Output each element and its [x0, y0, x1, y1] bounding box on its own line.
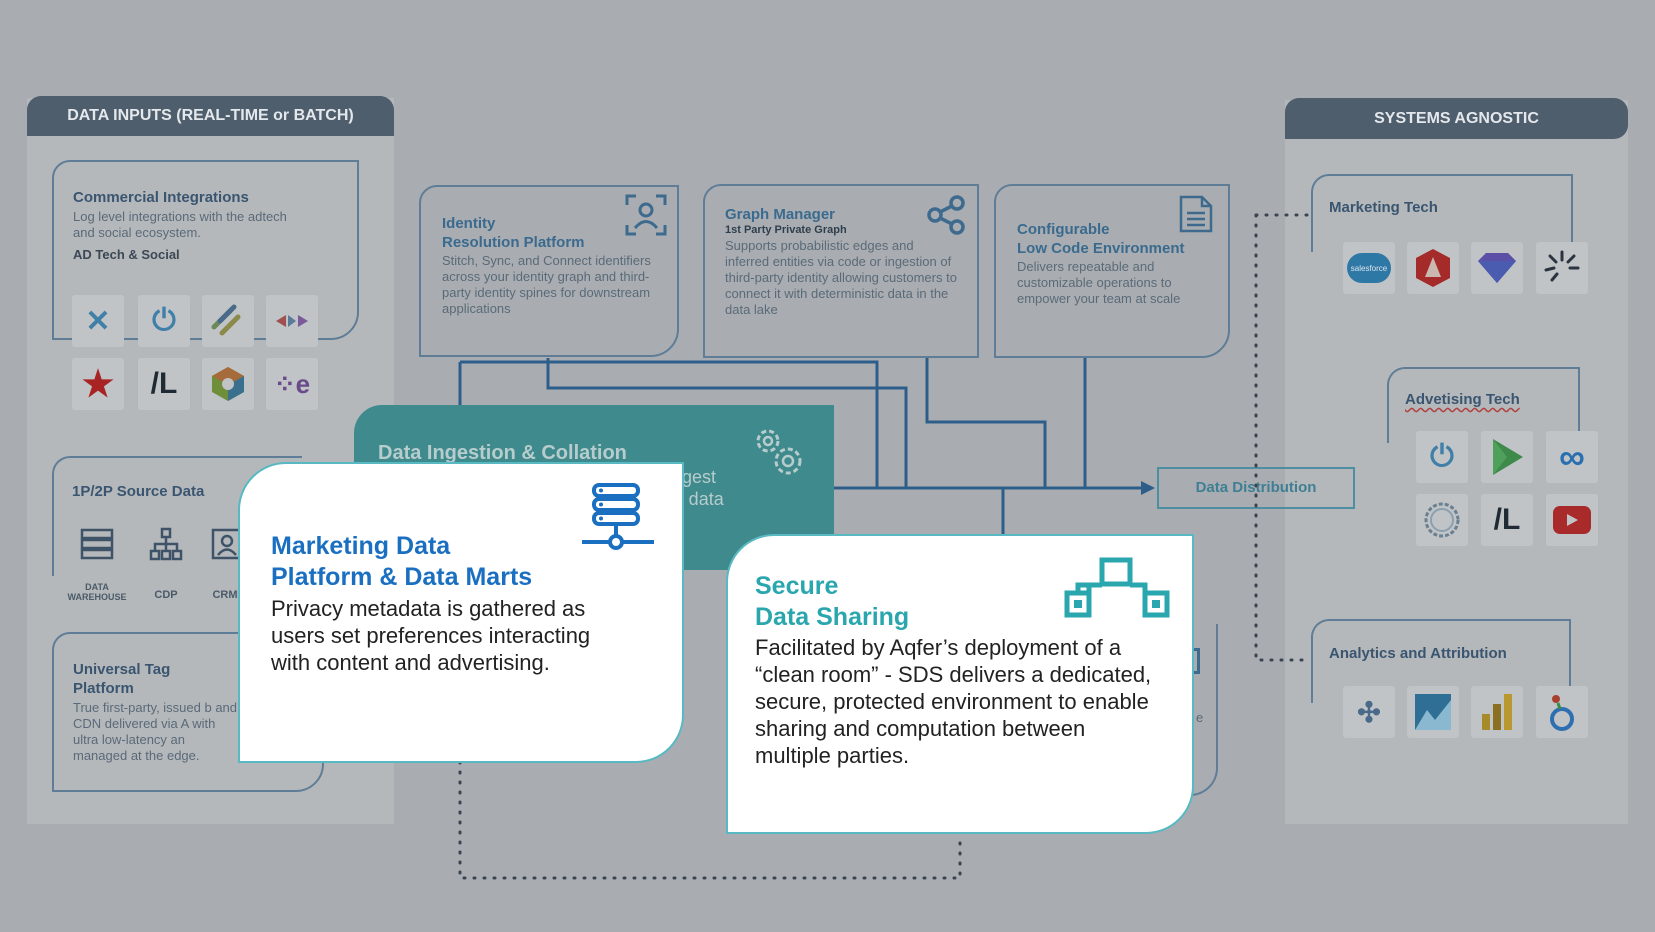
tag-title: Universal Tag Platform	[73, 661, 171, 697]
ingestion-frag2: P data	[672, 489, 724, 509]
config-title-line1: Configurable	[1017, 221, 1110, 238]
share-nodes-icon	[925, 194, 967, 241]
chart-logo-icon	[1407, 686, 1459, 738]
dots-e-logo-icon: ⁘e	[266, 358, 318, 410]
cube-logo-icon	[202, 358, 254, 410]
document-icon	[1178, 194, 1214, 239]
identity-card	[419, 185, 679, 357]
star-logo-icon: ★	[72, 358, 124, 410]
server-network-icon	[580, 482, 656, 559]
graph-title: Graph Manager	[725, 206, 836, 223]
arrows-logo-icon	[266, 295, 318, 347]
data-distribution-box	[1157, 467, 1355, 509]
gears-icon	[748, 421, 808, 486]
analytics-title: Analytics and Attribution	[1329, 645, 1507, 662]
graph-subtitle: 1st Party Private Graph	[725, 224, 847, 236]
looker-logo-icon	[1536, 686, 1588, 738]
hidden-bracket-icon	[1190, 648, 1200, 674]
crm-label: CRM	[212, 589, 238, 601]
x-logo-icon: ✕	[72, 295, 124, 347]
commercial-title: Commercial Integrations	[73, 189, 249, 206]
youtube-logo-icon	[1546, 494, 1598, 546]
play-logo-icon	[1481, 431, 1533, 483]
commercial-desc: Log level integrations with the adtech a…	[73, 209, 287, 240]
network-blocks-icon	[1064, 557, 1170, 624]
marts-title-line1: Marketing Data	[271, 532, 451, 560]
graph-desc: Supports probabilistic edges and inferre…	[725, 238, 957, 317]
analytics-card	[1311, 619, 1571, 703]
ring-logo-icon	[1416, 494, 1468, 546]
advertising-tech-title: Advetising Tech	[1405, 391, 1520, 408]
inputs-header: DATA INPUTS (REAL-TIME or BATCH)	[27, 96, 394, 136]
sharing-title-line1: Secure	[755, 572, 839, 600]
powerbi-logo-icon	[1471, 686, 1523, 738]
advertising-tech-card	[1387, 367, 1580, 443]
red-hexagon-logo-icon	[1407, 242, 1459, 294]
cdp-label: CDP	[154, 589, 178, 601]
hidden-card	[1170, 624, 1218, 796]
tag-desc: True first-party, issued b and CDN deliv…	[73, 700, 238, 763]
slash-l-logo-icon: /L	[138, 358, 190, 410]
power-logo-icon: ⏻	[138, 295, 190, 347]
marketing-tech-card	[1311, 174, 1573, 252]
marketing-tech-title: Marketing Tech	[1329, 199, 1438, 216]
identity-desc: Stitch, Sync, and Connect identifiers ac…	[442, 253, 651, 316]
config-card	[994, 184, 1230, 358]
identity-scan-icon	[624, 193, 668, 242]
commercial-sub: AD Tech & Social	[73, 247, 180, 262]
sharing-desc: Facilitated by Aqfer’s deployment of a “…	[755, 635, 1152, 768]
sharing-title-line2: Data Sharing	[755, 603, 910, 631]
config-title-line2: Low Code Environment	[1017, 240, 1185, 257]
burst-logo-icon	[1536, 242, 1588, 294]
source-title: 1P/2P Source Data	[72, 483, 205, 500]
config-desc: Delivers repeatable and customizable ope…	[1017, 259, 1181, 306]
systems-header: SYSTEMS AGNOSTIC	[1285, 98, 1628, 139]
identity-title-line2: Resolution Platform	[442, 234, 585, 251]
identity-title-line1: Identity	[442, 215, 496, 232]
source-card	[52, 456, 302, 576]
salesforce-logo-icon: salesforce	[1343, 242, 1395, 294]
marts-desc: Privacy metadata is gathered as users se…	[271, 596, 591, 675]
data-warehouse-label: DATA WAREHOUSE	[67, 582, 127, 602]
slash-l-ad-logo-icon: /L	[1481, 494, 1533, 546]
data-warehouse-icon	[75, 522, 119, 566]
tableau-logo-icon: ✣	[1343, 686, 1395, 738]
power-ad-logo-icon: ⏻	[1416, 431, 1468, 483]
meta-logo-icon: ∞	[1546, 431, 1598, 483]
gem-logo-icon	[1471, 242, 1523, 294]
ingestion-title: Data Ingestion & Collation	[378, 442, 627, 464]
stripes-logo-icon	[202, 295, 254, 347]
ingestion-frag1: gest	[682, 467, 717, 487]
cdp-icon	[144, 522, 188, 566]
marts-title-line2: Platform & Data Marts	[271, 563, 533, 591]
hidden-fragment: e	[1196, 710, 1204, 725]
graph-card	[703, 184, 979, 358]
